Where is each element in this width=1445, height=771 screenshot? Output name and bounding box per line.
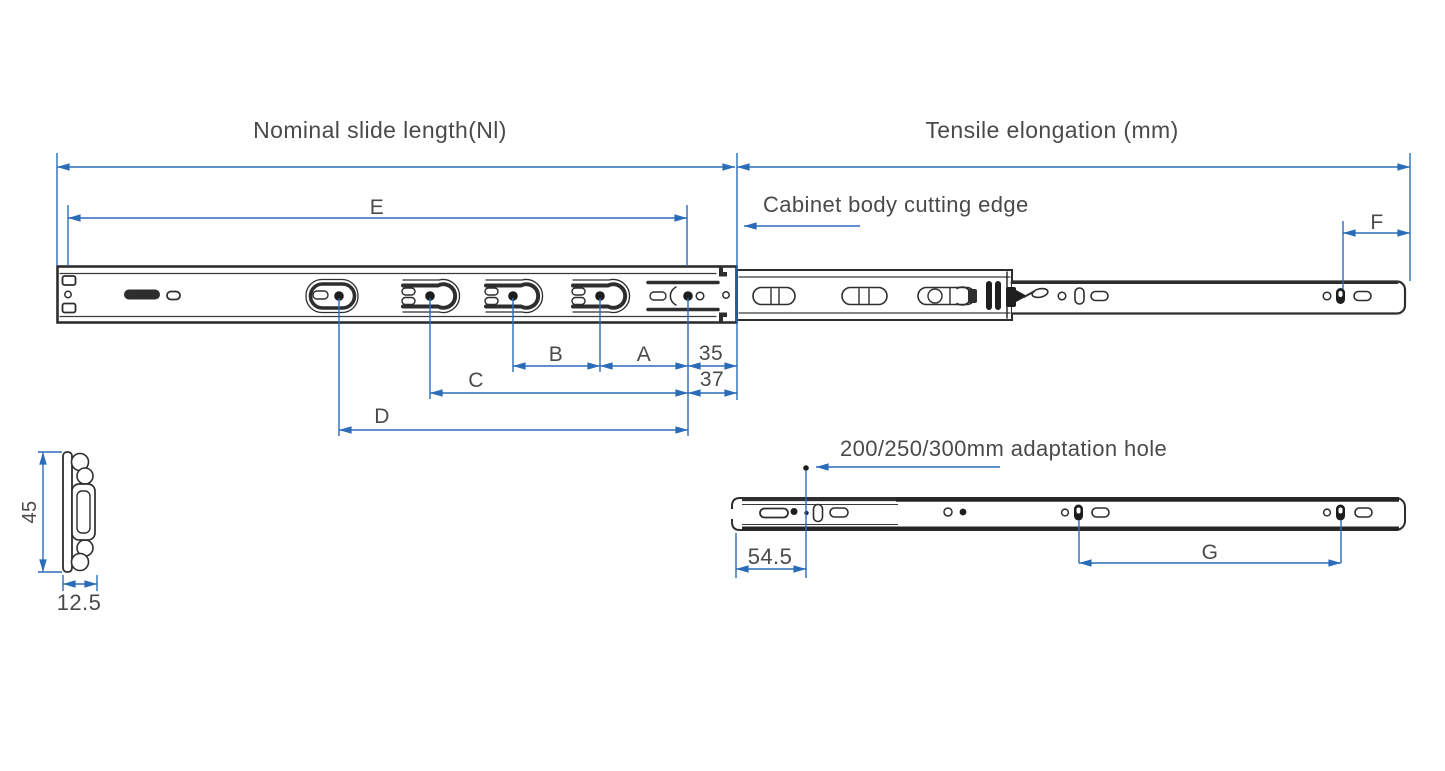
cabinet-body-cutting-edge-label: Cabinet body cutting edge — [763, 192, 1029, 217]
dim-value-37: 37 — [699, 368, 725, 391]
dimension-annotations — [38, 153, 1411, 591]
keyhole-slot-5 — [646, 280, 720, 312]
dim-label-e: E — [369, 196, 385, 219]
tensile-elongation-label: Tensile elongation (mm) — [925, 117, 1179, 143]
end-cap-notch-bottom — [719, 312, 727, 322]
dim-label-b: B — [548, 343, 564, 366]
release-lever — [1006, 287, 1049, 307]
cross-section-drawing — [62, 451, 96, 573]
middle-rail — [736, 269, 1013, 321]
dim-label-g: G — [1201, 541, 1219, 564]
dim-label-c: C — [468, 369, 484, 392]
dim-label-a: A — [636, 343, 652, 366]
nominal-slide-length-label: Nominal slide length(Nl) — [253, 117, 507, 143]
inner-rail — [1006, 280, 1407, 315]
dim-value-12-5: 12.5 — [56, 590, 102, 615]
end-cap-notch-top — [719, 267, 727, 277]
dim-value-54-5: 54.5 — [747, 544, 793, 569]
dim-value-45: 45 — [19, 500, 41, 524]
dim-value-35: 35 — [698, 342, 724, 365]
outer-rail — [56, 265, 738, 324]
dim-label-f: F — [1370, 211, 1384, 234]
adaptation-hole-label: 200/250/300mm adaptation hole — [840, 436, 1168, 461]
keyhole-slot-1 — [305, 278, 359, 314]
assembled-slide-drawing — [56, 265, 1407, 324]
dim-label-d: D — [374, 405, 390, 428]
ball-bearing-bottom — [70, 552, 90, 572]
single-rail-drawing — [729, 465, 1406, 531]
adaptation-hole-dot — [803, 465, 809, 471]
